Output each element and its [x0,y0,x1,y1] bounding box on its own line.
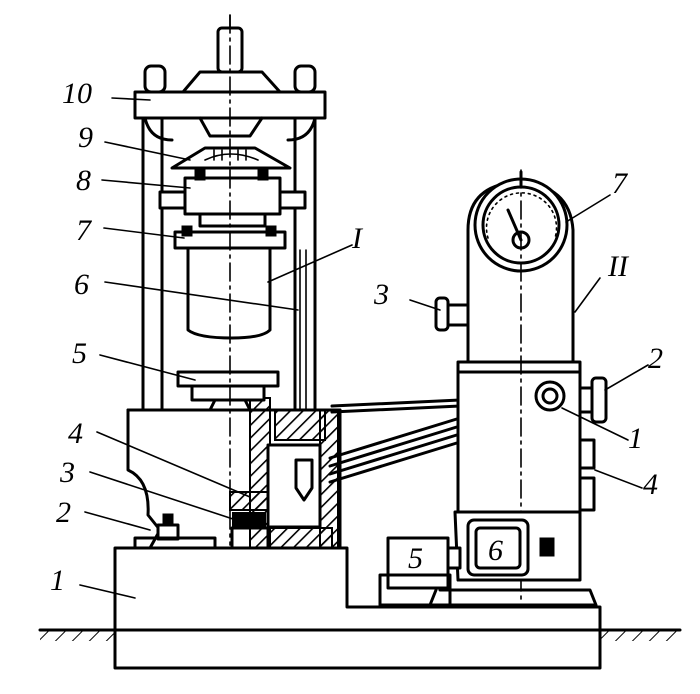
press-base [126,397,342,550]
label-3-right: 3 [373,278,389,311]
pump-handwheel [446,303,470,327]
label-4-left: 4 [68,417,83,450]
label-unit-II: II [607,250,630,283]
label-1-right: 1 [628,422,643,455]
part-labels: 10 9 8 7 6 5 4 3 2 1 I 7 3 II 2 1 4 5 6 [50,77,663,597]
ground [38,628,682,641]
spherical-upper-plate [170,146,292,170]
label-4-right: 4 [643,468,658,501]
leader-lines [79,97,649,599]
label-6-right: 6 [488,534,503,567]
pump-unit [378,169,608,607]
pump-control-knob [534,380,566,412]
label-2-right: 2 [648,342,663,375]
label-9: 9 [78,121,93,154]
frame-columns [141,116,317,412]
label-5-right: 5 [408,542,423,575]
label-6-left: 6 [74,268,89,301]
label-1-left: 1 [50,564,65,597]
label-unit-I: I [351,222,364,255]
label-7-left: 7 [76,214,93,247]
upper-platen [158,169,307,228]
label-8: 8 [76,164,91,197]
electric-motor [466,518,530,577]
lower-platen [176,370,280,412]
label-2-left: 2 [56,496,71,529]
gear-reducer [386,536,450,590]
specimen-block [186,246,272,340]
label-5-left: 5 [72,337,87,370]
label-3-left: 3 [59,456,75,489]
hydraulic-pipes [299,249,462,484]
label-10: 10 [62,77,92,110]
foundation-block [113,546,602,670]
top-crosshead [133,14,327,142]
label-7-right: 7 [612,167,629,200]
